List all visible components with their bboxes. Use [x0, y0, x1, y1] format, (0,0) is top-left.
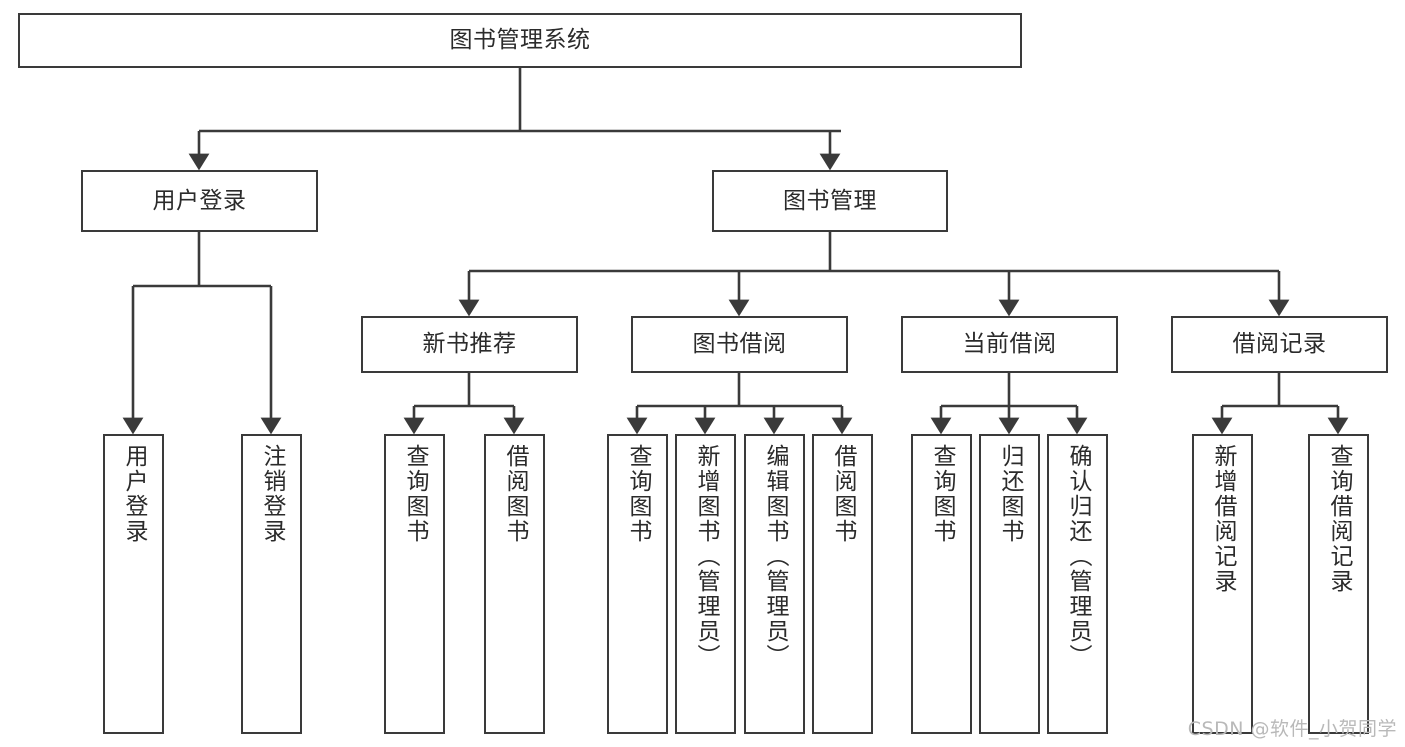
node-leaf-add-record-label: 新增借阅记录 — [1210, 444, 1236, 594]
node-new-book-rec[interactable]: 新书推荐 — [361, 316, 578, 373]
node-leaf-user-login[interactable]: 用户登录 — [103, 434, 164, 734]
node-leaf-add-book-admin-label: 新增图书（管理员） — [693, 444, 719, 669]
node-leaf-query-book-2[interactable]: 查询图书 — [607, 434, 668, 734]
node-leaf-borrow-book-2[interactable]: 借阅图书 — [812, 434, 873, 734]
node-borrow-record-label: 借阅记录 — [1232, 331, 1327, 358]
node-user-login-label: 用户登录 — [152, 187, 247, 214]
node-leaf-confirm-return-admin-label: 确认归还（管理员） — [1065, 444, 1091, 669]
node-root-label: 图书管理系统 — [449, 27, 591, 54]
node-leaf-return-book[interactable]: 归还图书 — [979, 434, 1040, 734]
node-leaf-query-record-label: 查询借阅记录 — [1326, 444, 1352, 594]
node-book-borrow-label: 图书借阅 — [692, 331, 787, 358]
node-leaf-user-login-label: 用户登录 — [121, 444, 147, 544]
node-leaf-query-book-3-label: 查询图书 — [929, 444, 955, 544]
node-book-manage[interactable]: 图书管理 — [712, 170, 948, 232]
node-leaf-return-book-label: 归还图书 — [997, 444, 1023, 544]
node-borrow-record[interactable]: 借阅记录 — [1171, 316, 1388, 373]
node-leaf-query-record[interactable]: 查询借阅记录 — [1308, 434, 1369, 734]
node-book-manage-label: 图书管理 — [783, 187, 877, 214]
node-leaf-logout-label: 注销登录 — [259, 444, 285, 544]
node-book-borrow[interactable]: 图书借阅 — [631, 316, 848, 373]
node-leaf-edit-book-admin[interactable]: 编辑图书（管理员） — [744, 434, 805, 734]
node-leaf-edit-book-admin-label: 编辑图书（管理员） — [762, 444, 788, 669]
node-user-login[interactable]: 用户登录 — [81, 170, 318, 232]
node-current-borrow[interactable]: 当前借阅 — [901, 316, 1118, 373]
node-leaf-confirm-return-admin[interactable]: 确认归还（管理员） — [1047, 434, 1108, 734]
node-leaf-query-book-1-label: 查询图书 — [402, 444, 428, 544]
node-leaf-logout[interactable]: 注销登录 — [241, 434, 302, 734]
node-leaf-query-book-1[interactable]: 查询图书 — [384, 434, 445, 734]
node-leaf-add-record[interactable]: 新增借阅记录 — [1192, 434, 1253, 734]
node-leaf-query-book-2-label: 查询图书 — [625, 444, 651, 544]
node-leaf-query-book-3[interactable]: 查询图书 — [911, 434, 972, 734]
node-current-borrow-label: 当前借阅 — [962, 331, 1057, 358]
node-leaf-add-book-admin[interactable]: 新增图书（管理员） — [675, 434, 736, 734]
node-leaf-borrow-book-1-label: 借阅图书 — [502, 444, 528, 544]
node-leaf-borrow-book-2-label: 借阅图书 — [830, 444, 856, 544]
node-root[interactable]: 图书管理系统 — [18, 13, 1022, 68]
node-leaf-borrow-book-1[interactable]: 借阅图书 — [484, 434, 545, 734]
node-new-book-rec-label: 新书推荐 — [422, 331, 517, 358]
